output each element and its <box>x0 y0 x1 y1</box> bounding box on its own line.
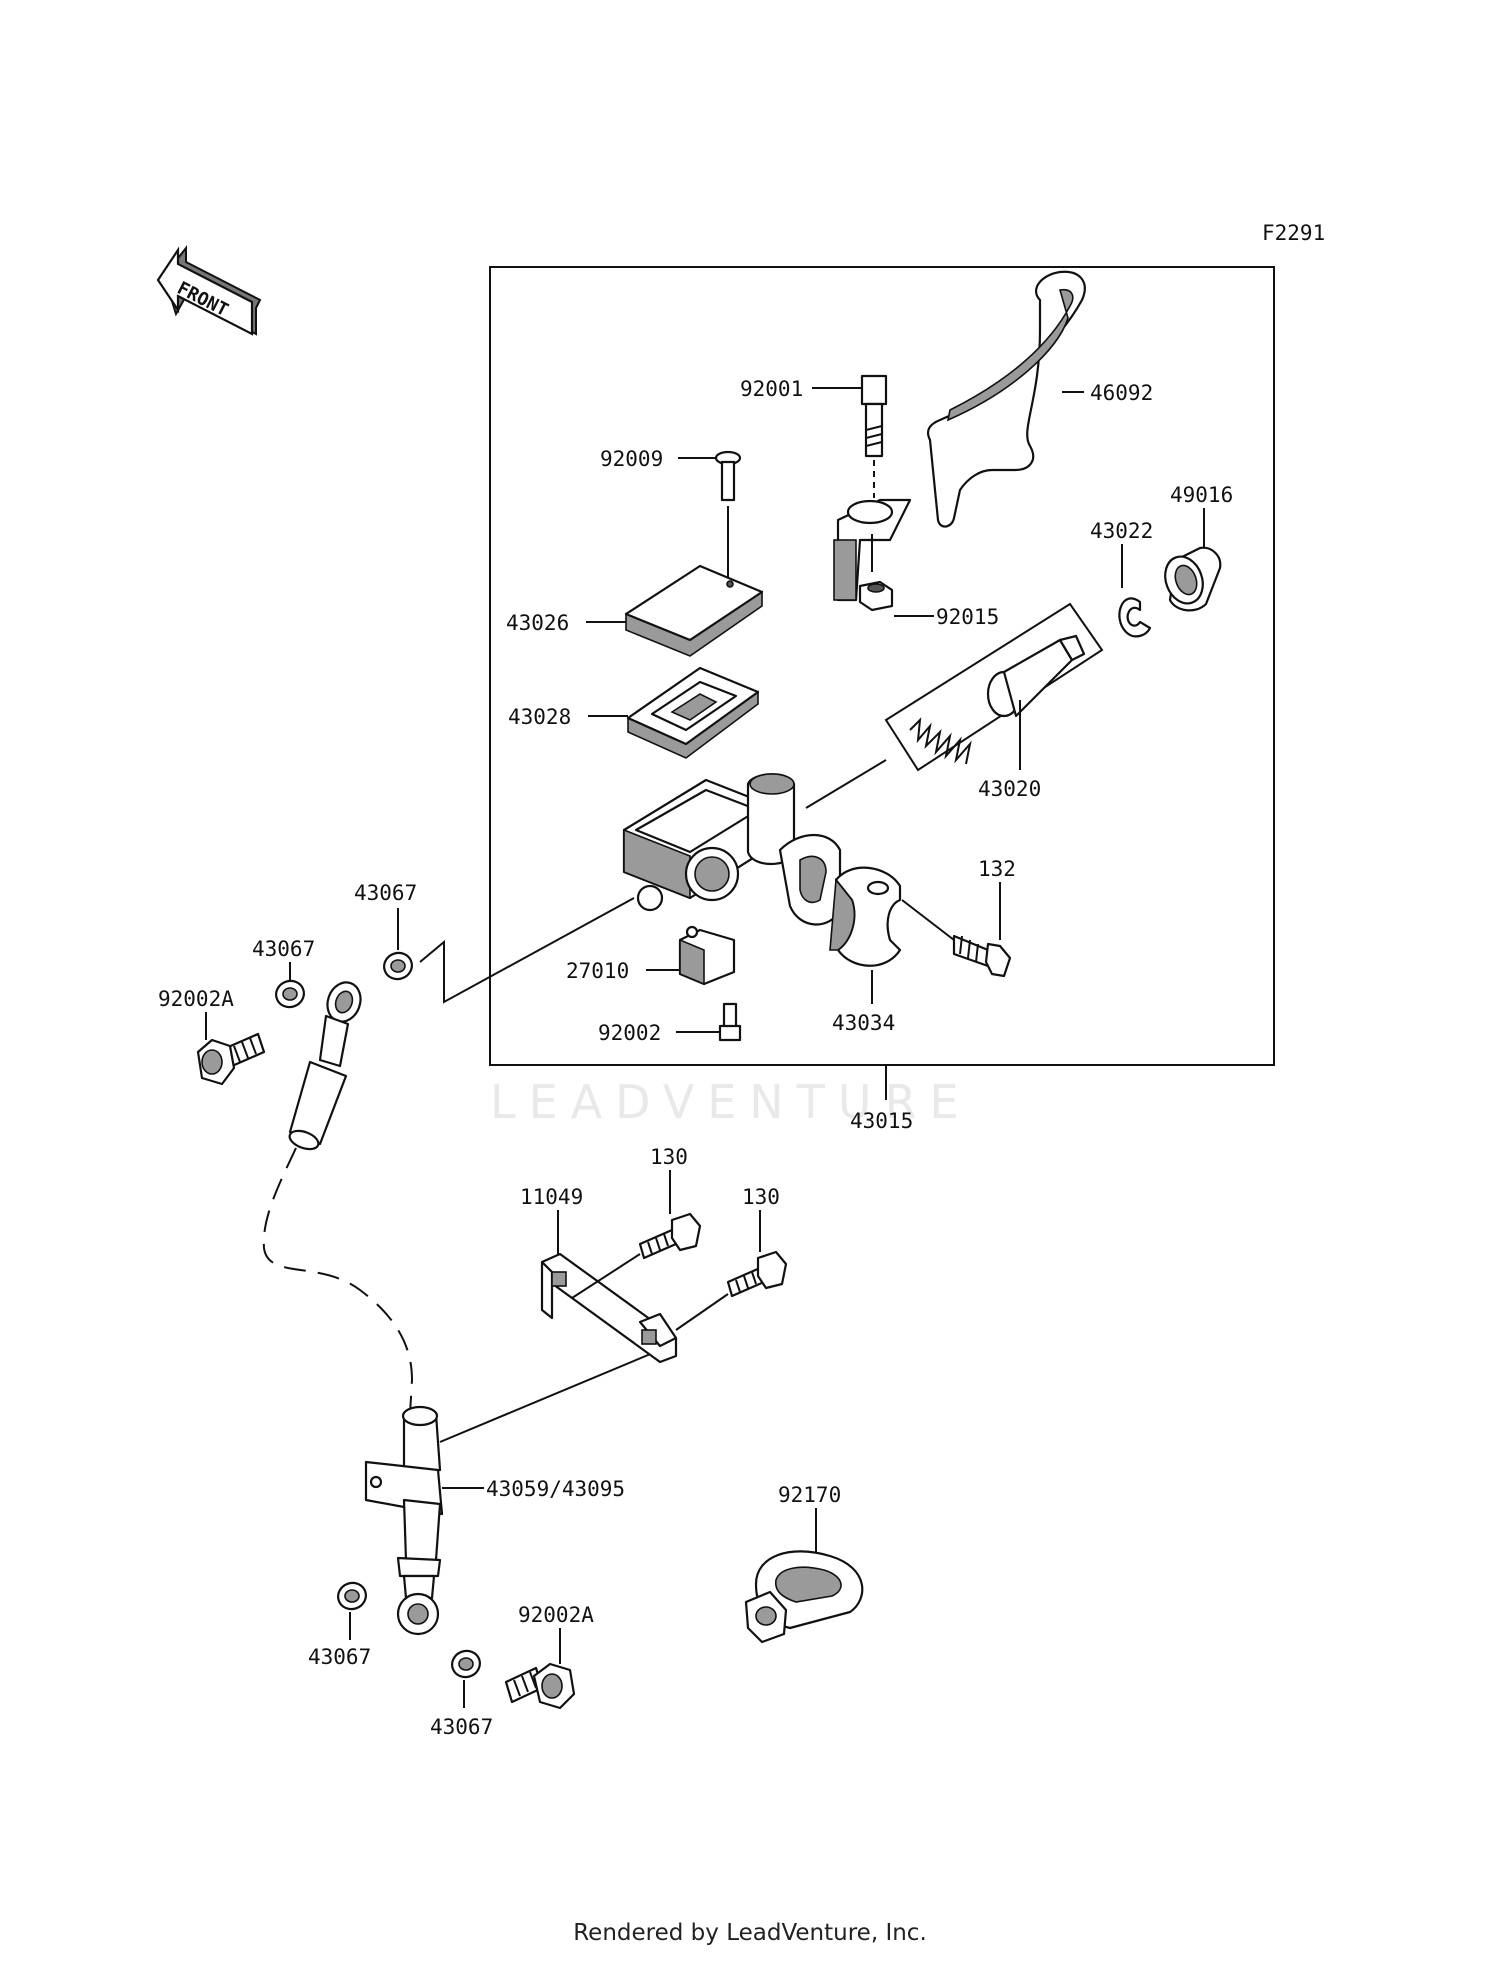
brake-hose-upper <box>288 981 362 1151</box>
callout-92170: 92170 <box>778 1483 841 1507</box>
callout-130-b: 130 <box>742 1185 780 1209</box>
reservoir-cap <box>624 564 764 657</box>
callout-27010: 27010 <box>566 959 629 983</box>
callout-43067-bottom-right: 43067 <box>430 1715 493 1739</box>
banjo-bolt-top <box>196 1032 266 1086</box>
pivot-bolt <box>860 374 888 458</box>
diagram-code: F2291 <box>1262 221 1325 245</box>
callout-43059-43095: 43059/43095 <box>486 1477 625 1501</box>
washer-top <box>383 951 413 981</box>
washer-bottom-left <box>337 1581 367 1611</box>
callout-92002A-top: 92002A <box>158 987 234 1011</box>
callout-43028: 43028 <box>508 705 571 729</box>
callout-43034: 43034 <box>832 1011 895 1035</box>
callout-92015: 92015 <box>936 605 999 629</box>
handlebar-clamp <box>829 866 902 967</box>
callout-43067-top: 43067 <box>354 881 417 905</box>
callout-92002A-bottom: 92002A <box>518 1603 594 1627</box>
watermark: LEADVENTURE <box>490 1075 972 1129</box>
callout-130-a: 130 <box>650 1145 688 1169</box>
bracket-bolt-a <box>638 1212 702 1260</box>
master-cylinder <box>622 773 842 926</box>
callout-43067-mid: 43067 <box>252 937 315 961</box>
callout-46092: 46092 <box>1090 381 1153 405</box>
hose-clamp <box>744 1550 864 1644</box>
clamp-bolt <box>952 934 1012 978</box>
brake-hose-lower <box>364 1405 444 1636</box>
banjo-bolt-bottom <box>504 1662 576 1710</box>
hose-bracket <box>540 1252 678 1364</box>
callout-92002: 92002 <box>598 1021 661 1045</box>
lever-nut <box>858 580 894 612</box>
brake-lever <box>833 270 1086 602</box>
diaphragm <box>626 666 760 759</box>
piston-kit <box>884 602 1104 772</box>
callout-43067-bottom-left: 43067 <box>308 1645 371 1669</box>
callout-49016: 49016 <box>1170 483 1233 507</box>
brake-switch <box>678 925 736 986</box>
callout-132: 132 <box>978 857 1016 881</box>
callout-11049: 11049 <box>520 1185 583 1209</box>
cap-screw <box>714 450 742 502</box>
callout-92001: 92001 <box>740 377 803 401</box>
front-arrow-icon: FRONT <box>156 245 262 336</box>
callout-43026: 43026 <box>506 611 569 635</box>
assembly-frame <box>489 266 1275 1066</box>
switch-screw <box>718 1002 742 1042</box>
washer-bottom-right <box>451 1649 481 1679</box>
circlip <box>1118 597 1152 638</box>
dust-boot <box>1164 546 1222 612</box>
callout-43015: 43015 <box>850 1109 913 1133</box>
callout-43020: 43020 <box>978 777 1041 801</box>
callout-92009: 92009 <box>600 447 663 471</box>
washer-mid <box>275 979 305 1009</box>
callout-43022: 43022 <box>1090 519 1153 543</box>
footer-credit: Rendered by LeadVenture, Inc. <box>573 1920 927 1946</box>
bracket-bolt-b <box>726 1250 788 1298</box>
